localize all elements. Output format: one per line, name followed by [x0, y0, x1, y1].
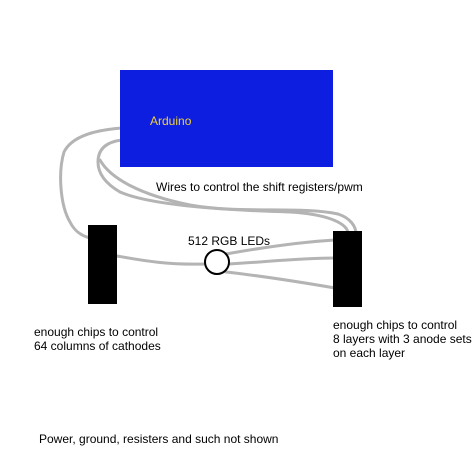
wires-caption: Wires to control the shift registers/pwm — [156, 180, 363, 194]
wire-group — [59, 126, 358, 290]
anode-caption-line: 8 layers with 3 anode sets — [333, 332, 472, 346]
anode-caption-line: enough chips to control — [333, 318, 458, 332]
wire-led-to-right-chip-3 — [224, 270, 337, 290]
rgb-led-circle — [204, 249, 230, 275]
anode-caption-line: on each layer — [333, 346, 406, 360]
wire-led-to-right-chip-1 — [224, 238, 337, 256]
cathode-caption-line: 64 columns of cathodes — [34, 339, 161, 353]
anode-chip-block — [333, 231, 362, 307]
wire-arduino-to-left-chip-1 — [59, 126, 124, 240]
cathode-chips-caption: enough chips to control 64 columns of ca… — [34, 325, 161, 353]
wire-arduino-to-left-chip-2 — [96, 138, 124, 194]
cathode-chip-block — [88, 225, 117, 304]
wire-arduino-to-right-chip-2 — [98, 158, 358, 236]
cathode-caption-line: enough chips to control — [34, 325, 159, 339]
wire-left-chip-to-led — [115, 254, 208, 266]
arduino-board: Arduino — [120, 70, 333, 167]
anode-chips-caption: enough chips to control 8 layers with 3 … — [333, 318, 472, 360]
wire-led-to-right-chip-2 — [227, 256, 337, 266]
footer-note: Power, ground, resisters and such not sh… — [39, 432, 279, 446]
arduino-label: Arduino — [150, 114, 192, 128]
leds-caption: 512 RGB LEDs — [188, 234, 271, 248]
